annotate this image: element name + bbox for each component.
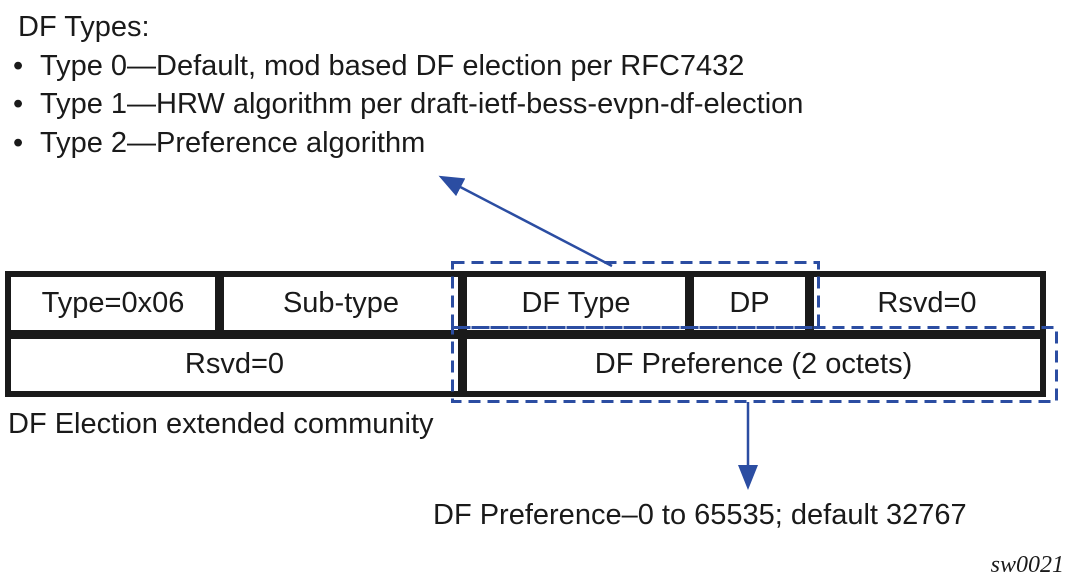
- table-caption: DF Election extended community: [8, 408, 434, 440]
- cell-sub-type: Sub-type: [224, 277, 458, 330]
- df-type-2-text: Type 2—Preference algorithm: [40, 126, 426, 159]
- figure-id: sw0021: [990, 552, 1064, 576]
- df-type-arrow: [438, 175, 613, 268]
- cell-rsvd-row1: Rsvd=0: [814, 277, 1040, 330]
- bullet-glyph: •: [13, 126, 24, 159]
- df-type-2-bullet: • Type 2—Preference algorithm: [13, 124, 803, 163]
- bullet-glyph: •: [13, 49, 24, 82]
- packet-diagram-table: Type=0x06 Sub-type DF Type DP Rsvd=0 Rsv…: [5, 271, 1046, 397]
- df-type-0-bullet: • Type 0—Default, mod based DF election p…: [13, 47, 803, 86]
- df-preference-note: DF Preference–0 to 65535; default 32767: [433, 499, 967, 531]
- cell-type: Type=0x06: [11, 277, 215, 330]
- cell-dp: DP: [694, 277, 805, 330]
- df-type-1-text: Type 1—HRW algorithm per draft-ietf-bess…: [40, 88, 804, 120]
- cell-df-preference: DF Preference (2 octets): [467, 338, 1040, 391]
- bullet-glyph: •: [13, 88, 24, 120]
- df-type-0-text: Type 0—Default, mod based DF election pe…: [40, 49, 745, 82]
- df-types-block: DF Types: • Type 0—Default, mod based DF …: [13, 8, 803, 162]
- df-types-title: DF Types:: [18, 11, 150, 43]
- cell-rsvd-row2: Rsvd=0: [11, 338, 458, 391]
- df-type-1-bullet: • Type 1—HRW algorithm per draft-ietf-bes…: [13, 85, 803, 124]
- cell-df-type: DF Type: [467, 277, 685, 330]
